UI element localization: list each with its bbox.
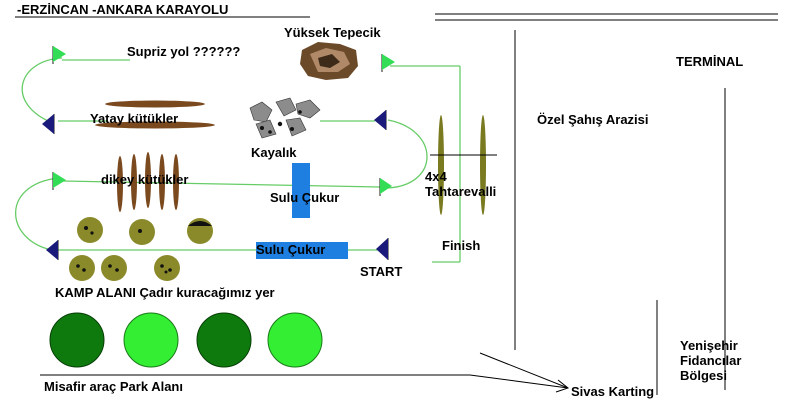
kamp-label: KAMP ALANI Çadır kuracağımız yer <box>55 285 275 300</box>
sulu-label-2: Sulu Çukur <box>256 242 325 257</box>
yenisehir-label-1: Yenişehir <box>680 338 738 353</box>
flag-navy-2 <box>374 110 387 130</box>
tahta-label-2: Tahtarevalli <box>425 184 496 199</box>
karting-arrowhead <box>555 379 570 393</box>
tent-6 <box>154 255 180 281</box>
horizontal-log-1 <box>105 100 205 108</box>
flag-navy-1 <box>42 114 55 134</box>
tent-4 <box>69 255 95 281</box>
rock-cluster <box>249 97 321 139</box>
kayalik-label: Kayalık <box>251 145 297 160</box>
hill-image <box>300 42 358 80</box>
parking-spot-3 <box>196 312 252 368</box>
misafir-label: Misafir araç Park Alanı <box>44 379 183 394</box>
yenisehir-label-2: Fidancılar <box>680 353 741 368</box>
yenisehir-label-3: Bölgesi <box>680 368 727 383</box>
vertical-log-3 <box>145 152 151 208</box>
flag-navy-4 <box>376 238 389 260</box>
tent-5 <box>101 255 127 281</box>
vertical-log-2 <box>131 154 137 210</box>
flag-green-2 <box>381 54 395 72</box>
flag-green-1 <box>52 46 66 64</box>
ozel-label: Özel Şahış Arazisi <box>537 112 649 127</box>
start-label: START <box>360 264 402 279</box>
flag-green-3 <box>52 172 66 190</box>
flag-navy-3 <box>46 240 59 260</box>
karting-arrow-line-1 <box>479 352 569 389</box>
yuksek-label: Yüksek Tepecik <box>284 25 381 40</box>
vertical-log-1 <box>117 156 123 212</box>
karting-label: Sivas Karting <box>571 384 654 399</box>
dikey-label: dikey kütükler <box>101 172 188 187</box>
parking-spot-1 <box>49 312 105 368</box>
karting-arrow-line-2 <box>469 374 569 389</box>
parking-spot-2 <box>123 312 179 368</box>
water-pit-horizontal <box>256 242 348 259</box>
track-path <box>15 57 461 263</box>
tahta-label-1: 4x4 <box>425 169 447 184</box>
parking-spot-4 <box>267 312 323 368</box>
sulu-label-1: Sulu Çukur <box>270 190 339 205</box>
water-pit-vertical <box>292 163 310 218</box>
terminal-label: TERMİNAL <box>676 54 743 69</box>
yatay-label: Yatay kütükler <box>90 111 178 126</box>
title-label: -ERZİNCAN -ANKARA KARAYOLU <box>17 2 228 17</box>
supriz-label: Supriz yol ?????? <box>127 44 240 59</box>
vertical-log-5 <box>173 154 179 210</box>
seesaw-plank-2 <box>480 115 486 215</box>
finish-label: Finish <box>442 238 480 253</box>
tent-2 <box>129 219 155 245</box>
seesaw-plank-1 <box>438 115 444 215</box>
horizontal-log-2 <box>95 121 215 129</box>
tent-1 <box>77 217 103 243</box>
flag-green-4 <box>379 178 392 196</box>
vertical-log-4 <box>159 154 165 210</box>
tent-3 <box>187 218 213 244</box>
